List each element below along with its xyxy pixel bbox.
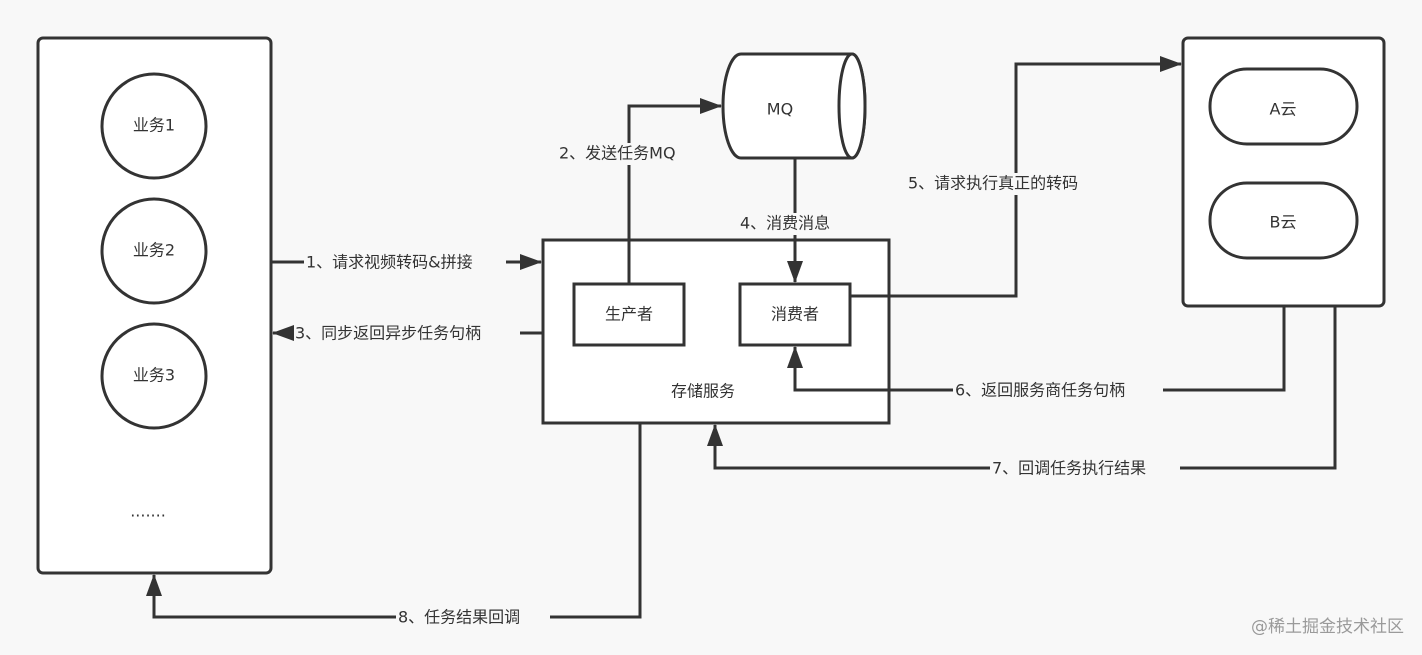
edge-8-label: 8、任务结果回调 (398, 608, 520, 627)
edge-4[interactable]: 4、消费消息 (738, 158, 850, 283)
edge-4-label: 4、消费消息 (740, 214, 830, 233)
edge-1-label: 1、请求视频转码&拼接 (306, 253, 473, 272)
watermark: @稀土掘金技术社区 (1251, 617, 1404, 637)
edge-6-label: 6、返回服务商任务句柄 (955, 381, 1125, 400)
producer-label: 生产者 (605, 305, 653, 324)
storage-service[interactable]: 存储服务 生产者 消费者 (541, 238, 891, 425)
cloud-node-b[interactable]: B云 (1208, 181, 1359, 260)
business-node-3[interactable]: 业务3 (100, 322, 208, 430)
business-node-1-label: 业务1 (133, 116, 175, 135)
business-node-1[interactable]: 业务1 (100, 72, 208, 180)
business-node-3-label: 业务3 (133, 366, 175, 385)
edge-2[interactable]: 2、发送任务MQ (557, 98, 722, 284)
consumer-label: 消费者 (771, 305, 819, 324)
edge-3[interactable]: 3、同步返回异步任务句柄 (272, 323, 543, 343)
storage-service-label: 存储服务 (671, 382, 735, 401)
edge-8[interactable]: 8、任务结果回调 (146, 423, 642, 629)
edge-7[interactable]: 7、回调任务执行结果 (707, 306, 1337, 480)
consumer-node[interactable]: 消费者 (738, 282, 852, 347)
cloud-node-b-label: B云 (1270, 213, 1297, 232)
edge-5[interactable]: 5、请求执行真正的转码 (850, 56, 1182, 298)
mq-label: MQ (767, 100, 793, 119)
edge-3-label: 3、同步返回异步任务句柄 (295, 324, 481, 343)
edge-6[interactable]: 6、返回服务商任务句柄 (787, 306, 1286, 402)
business-node-2-label: 业务2 (133, 241, 175, 260)
mq-node[interactable]: MQ (721, 52, 867, 160)
business-group[interactable]: 业务1 业务2 业务3 ....... (36, 36, 273, 575)
cloud-node-a[interactable]: A云 (1208, 67, 1359, 146)
business-ellipsis: ....... (130, 502, 166, 521)
cloud-group[interactable]: A云 B云 (1181, 36, 1386, 308)
edge-7-label: 7、回调任务执行结果 (992, 459, 1146, 478)
edge-1[interactable]: 1、请求视频转码&拼接 (271, 252, 542, 272)
cloud-node-a-label: A云 (1270, 100, 1297, 119)
business-node-2[interactable]: 业务2 (100, 197, 208, 305)
edge-5-label: 5、请求执行真正的转码 (908, 174, 1078, 193)
edge-2-line[interactable] (627, 98, 722, 284)
edge-2-label: 2、发送任务MQ (559, 144, 676, 163)
business-group-box[interactable] (36, 36, 273, 575)
producer-node[interactable]: 生产者 (572, 282, 686, 347)
